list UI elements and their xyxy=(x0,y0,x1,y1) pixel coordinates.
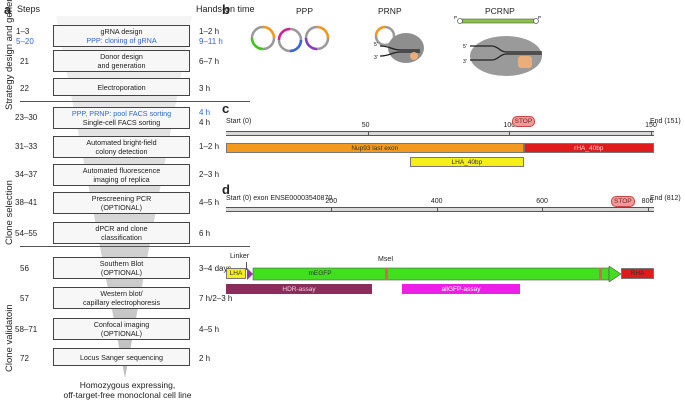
row-3-box: Electroporation xyxy=(53,78,190,96)
divider-2 xyxy=(20,246,250,247)
steps-header: Steps xyxy=(17,4,41,14)
row-11-steps: 58–71 xyxy=(15,325,38,334)
time-header: Hands-on time xyxy=(196,4,255,14)
ruler-tick-label: 600 xyxy=(536,198,548,205)
label-ppp: PPP xyxy=(296,6,314,16)
feature-lha: LHA xyxy=(226,268,246,279)
group-label-strategy: Strategy design and generation xyxy=(4,0,15,110)
row-9-steps: 56 xyxy=(20,264,29,273)
panel-c-feature-0: Nup93 last exon xyxy=(226,143,524,153)
pcrnp-3prime: 3' xyxy=(463,59,467,65)
row-9-box: Southern Blot(OPTIONAL) xyxy=(53,257,190,279)
row-2-time: 6–7 h xyxy=(199,57,220,66)
row-10-time: 7 h/2–3 h xyxy=(199,294,233,303)
panel-c-feature-1: rHA_40bp xyxy=(523,143,654,153)
row-9-time: 3–4 days xyxy=(199,264,232,273)
row-11-box: Confocal imaging(OPTIONAL) xyxy=(53,318,190,340)
panel-d-letter: d xyxy=(222,182,230,197)
row-10-box: Western blot/capillary electrophoresis xyxy=(53,287,190,309)
pcrnp-complex: P P 5' 3' xyxy=(454,15,542,76)
ruler-tick-mark xyxy=(542,207,544,212)
row-6-time: 2–3 h xyxy=(199,170,220,179)
row-8-time: 6 h xyxy=(199,229,211,238)
row-8-steps: 54–55 xyxy=(15,229,38,238)
feature-megfp-label: mEGFP xyxy=(308,270,332,277)
ppp-plasmid-1 xyxy=(250,25,276,51)
panel-d-start: Start (0) exon ENSE00003540870 xyxy=(226,195,333,202)
panel-c-letter: c xyxy=(222,101,230,116)
row-10-steps: 57 xyxy=(20,294,29,303)
ruler-tick-label: 400 xyxy=(430,198,443,205)
prnp-3prime: 3' xyxy=(374,55,378,61)
row-7-time: 4–5 h xyxy=(199,198,220,207)
panel-c-feature-2: LHA_40bp xyxy=(410,157,524,167)
label-pcrnp: PCRNP xyxy=(485,6,515,16)
divider-1 xyxy=(20,101,250,102)
ppp-plasmid-3 xyxy=(304,25,330,51)
feature-rha: RHA xyxy=(621,268,654,279)
pcrnp-end-left: P xyxy=(454,15,457,20)
row-11-time: 4–5 h xyxy=(199,325,220,334)
row-7-box: Prescreening PCR(OPTIONAL) xyxy=(53,192,190,214)
panel-a-letter: a xyxy=(4,2,12,17)
row-12-box: Locus Sanger sequencing xyxy=(53,348,190,366)
panel-c-end: End (151) xyxy=(650,118,681,125)
ruler-tick-mark xyxy=(509,131,511,136)
feature-allgfp-assay: allGFP-assay xyxy=(402,284,520,294)
linker-pointer xyxy=(246,262,247,270)
ruler-tick-mark xyxy=(367,131,369,136)
panel-c-stop: STOP xyxy=(511,116,536,127)
row-5-time: 1–2 h xyxy=(199,142,220,151)
row-3-steps: 22 xyxy=(20,84,29,93)
feature-megfp-arrow xyxy=(247,266,622,282)
panel-d-ruler xyxy=(226,207,654,212)
ruler-tick-label: 100 xyxy=(503,122,516,129)
prnp-5prime: 5' xyxy=(374,42,378,48)
ruler-tick-mark xyxy=(647,207,649,212)
final-result: Homozygous expressing, off-target-free m… xyxy=(63,380,192,401)
linker-label: Linker xyxy=(230,253,250,260)
row-12-time: 2 h xyxy=(199,354,211,363)
panel-b-letter: b xyxy=(222,2,230,17)
prnp-complex: 5' 3' xyxy=(374,25,424,63)
feature-hdr-assay: HDR-assay xyxy=(226,284,372,294)
row-5-steps: 31–33 xyxy=(15,142,38,151)
ruler-tick-mark xyxy=(651,131,653,136)
group-label-clone-selection: Clone selection xyxy=(4,180,15,245)
ruler-tick-mark xyxy=(436,207,438,212)
panel-c-ruler xyxy=(226,131,654,136)
ruler-tick-label: 800 xyxy=(641,198,654,205)
row-2-steps: 21 xyxy=(20,57,29,66)
pcrnp-5prime: 5' xyxy=(463,44,467,50)
label-prnp: PRNP xyxy=(378,6,402,16)
row-4-steps: 23–30 xyxy=(15,113,38,122)
ruler-tick-mark xyxy=(331,207,333,212)
ruler-tick-label: 50 xyxy=(361,122,370,129)
row-3-time: 3 h xyxy=(199,84,211,93)
msel-label: MseI xyxy=(378,256,394,263)
pcrnp-end-right: P xyxy=(538,15,541,20)
group-label-clone-validation: Clone validatoin xyxy=(4,304,15,372)
row-7-steps: 38–41 xyxy=(15,198,38,207)
ppp-plasmid-2 xyxy=(277,27,303,53)
panel-b-illustration: 5' 3' P P 5' 3' xyxy=(250,15,542,76)
panel-c-start: Start (0) xyxy=(226,118,252,125)
ruler-tick-label: 200 xyxy=(325,198,338,205)
ruler-tick-label: 150 xyxy=(645,122,657,129)
row-12-steps: 72 xyxy=(20,354,29,363)
panel-d-end: End (812) xyxy=(650,195,681,202)
row-6-steps: 34–37 xyxy=(15,170,38,179)
panel-d-stop: STOP xyxy=(611,196,635,207)
